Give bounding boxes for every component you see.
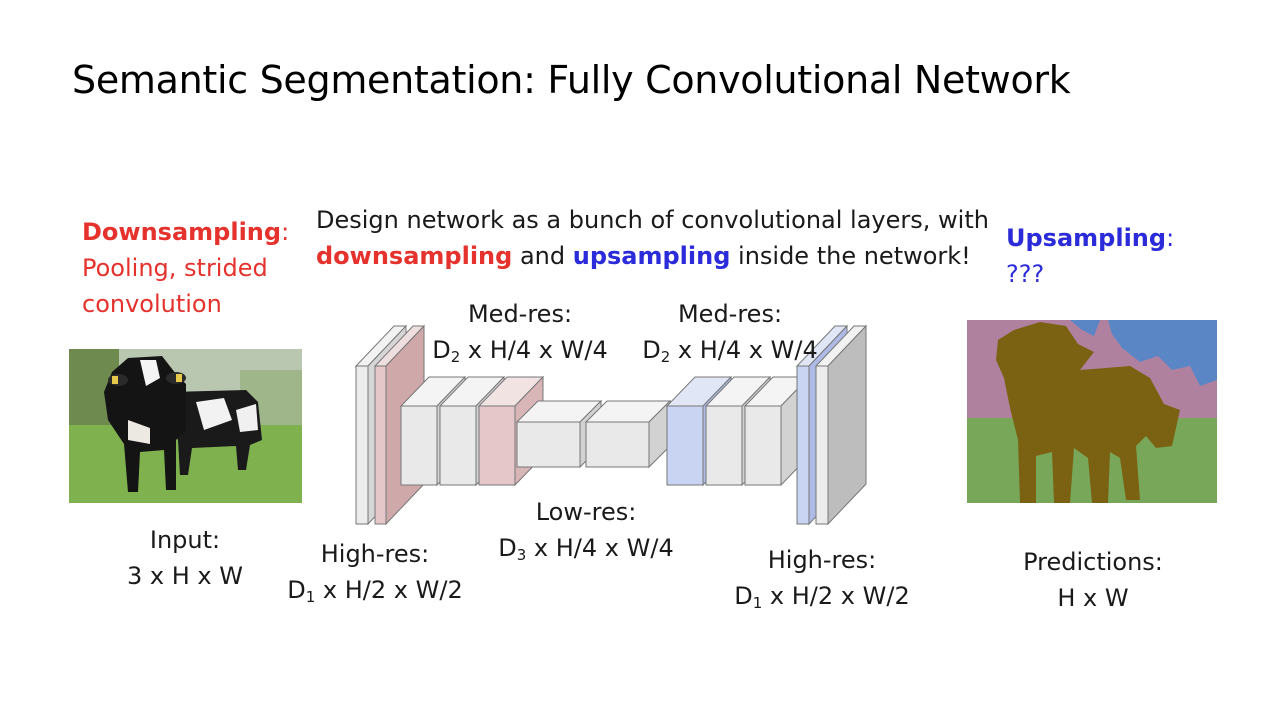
low-res-label: Low-res: D3 x H/4 x W/4 xyxy=(486,494,686,566)
high-res-left-label: High-res: D1 x H/2 x W/2 xyxy=(275,536,475,608)
med-res-right-dims: x H/4 x W/4 xyxy=(670,336,818,364)
high-res-right-line1: High-res: xyxy=(767,546,877,574)
input-label-line2: 3 x H x W xyxy=(127,562,243,590)
downsampling-keyword: Downsampling xyxy=(82,218,282,246)
description-tail: inside the network! xyxy=(730,242,971,270)
med-res-left-dims: x H/4 x W/4 xyxy=(460,336,608,364)
upsampling-line2: ??? xyxy=(1006,260,1045,288)
description-down-word: downsampling xyxy=(316,242,513,270)
low-res-line1: Low-res: xyxy=(535,498,637,526)
downsampling-line2: Pooling, strided xyxy=(82,254,268,282)
layer-high-res-right-gray xyxy=(814,324,868,526)
upsampling-colon: : xyxy=(1166,224,1175,252)
high-res-right-label: High-res: D1 x H/2 x W/2 xyxy=(722,542,922,614)
description-and: and xyxy=(512,242,573,270)
med-res-right-sub: 2 xyxy=(660,348,671,366)
layer-low-res-2 xyxy=(584,399,672,469)
upsampling-keyword: Upsampling xyxy=(1006,224,1167,252)
description-up-word: upsampling xyxy=(572,242,731,270)
high-res-left-sub: 1 xyxy=(305,588,316,606)
low-res-d: D xyxy=(498,534,517,562)
downsampling-note: Downsampling: Pooling, strided convoluti… xyxy=(82,214,289,322)
input-label: Input: 3 x H x W xyxy=(100,522,270,594)
med-res-right-line1: Med-res: xyxy=(677,300,783,328)
med-res-left-label: Med-res: D2 x H/4 x W/4 xyxy=(420,296,620,368)
predictions-line1: Predictions: xyxy=(1023,548,1163,576)
high-res-left-line1: High-res: xyxy=(320,540,430,568)
high-res-left-d: D xyxy=(287,576,306,604)
input-photo xyxy=(69,349,302,503)
upsampling-note: Upsampling: ??? xyxy=(1006,220,1174,292)
description-line1: Design network as a bunch of convolution… xyxy=(316,206,989,234)
med-res-left-sub: 2 xyxy=(450,348,461,366)
high-res-right-sub: 1 xyxy=(752,594,763,612)
med-res-right-label: Med-res: D2 x H/4 x W/4 xyxy=(630,296,830,368)
prediction-map xyxy=(967,320,1217,503)
downsampling-line3: convolution xyxy=(82,290,222,318)
low-res-sub: 3 xyxy=(516,546,527,564)
description: Design network as a bunch of convolution… xyxy=(316,202,989,274)
network-layers xyxy=(354,324,868,526)
med-res-left-d: D xyxy=(432,336,451,364)
low-res-dims: x H/4 x W/4 xyxy=(526,534,674,562)
predictions-line2: H x W xyxy=(1057,584,1129,612)
high-res-left-dims: x H/2 x W/2 xyxy=(315,576,463,604)
predictions-label: Predictions: H x W xyxy=(1003,544,1183,616)
input-label-line1: Input: xyxy=(149,526,221,554)
med-res-right-d: D xyxy=(642,336,661,364)
high-res-right-dims: x H/2 x W/2 xyxy=(762,582,910,610)
slide-title: Semantic Segmentation: Fully Convolution… xyxy=(72,58,1071,102)
high-res-right-d: D xyxy=(734,582,753,610)
downsampling-colon: : xyxy=(281,218,290,246)
med-res-left-line1: Med-res: xyxy=(467,300,573,328)
